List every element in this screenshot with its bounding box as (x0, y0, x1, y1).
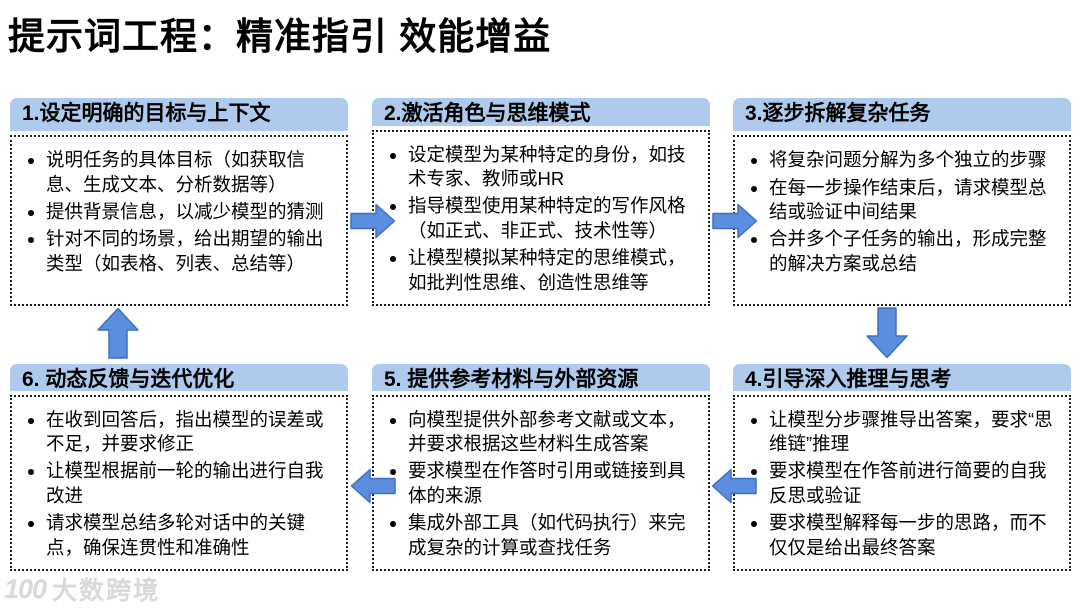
step-box-4: 4.引导深入推理与思考 让模型分步骤推导出答案，要求“思维链”推理 要求模型在作… (733, 364, 1071, 571)
logo-100-icon: 100 (4, 573, 47, 604)
bullet-item: 说明任务的具体目标（如获取信息、生成文本、分析数据等） (46, 148, 338, 197)
bullet-item: 要求模型解释每一步的思路，而不仅仅是给出最终答案 (769, 511, 1061, 560)
step-2-header: 2.激活角色与思维模式 (372, 98, 710, 126)
step-box-5: 5. 提供参考材料与外部资源 向模型提供外部参考文献或文本，并要求根据这些材料生… (372, 364, 710, 571)
bullet-item: 请求模型总结多轮对话中的关键点，确保连贯性和准确性 (46, 511, 338, 560)
step-2-bullets: 设定模型为某种特定的身份，如技术专家、教师或HR 指导模型使用某种特定的写作风格… (372, 129, 710, 306)
step-5-bullets: 向模型提供外部参考文献或文本，并要求根据这些材料生成答案 要求模型在作答时引用或… (372, 394, 710, 571)
logo-text: 大数跨境 (52, 577, 161, 605)
arrow-down-icon (866, 307, 908, 359)
bullet-item: 向模型提供外部参考文献或文本，并要求根据这些材料生成答案 (408, 408, 700, 457)
bullet-item: 在每一步操作结束后，请求模型总结或验证中间结果 (769, 176, 1061, 225)
step-3-bullets: 将复杂问题分解为多个独立的步骤 在每一步操作结束后，请求模型总结或验证中间结果 … (733, 135, 1071, 306)
step-box-3: 3.逐步拆解复杂任务 将复杂问题分解为多个独立的步骤 在每一步操作结束后，请求模… (733, 98, 1071, 306)
step-box-6: 6. 动态反馈与迭代优化 在收到回答后，指出模型的误差或不足，并要求修正 让模型… (10, 364, 348, 571)
arrow-left-icon (350, 468, 396, 504)
bullet-item: 指导模型使用某种特定的写作风格（如正式、非正式、技术性等） (408, 194, 700, 243)
bullet-item: 针对不同的场景，给出期望的输出类型（如表格、列表、总结等） (46, 227, 338, 276)
page-title: 提示词工程：精准指引 效能增益 (8, 16, 552, 57)
step-1-bullets: 说明任务的具体目标（如获取信息、生成文本、分析数据等） 提供背景信息，以减少模型… (10, 135, 348, 306)
bullet-item: 提供背景信息，以减少模型的猜测 (46, 200, 338, 224)
bullet-item: 将复杂问题分解为多个独立的步骤 (769, 148, 1061, 172)
step-1-header: 1.设定明确的目标与上下文 (10, 98, 348, 132)
step-box-1: 1.设定明确的目标与上下文 说明任务的具体目标（如获取信息、生成文本、分析数据等… (10, 98, 348, 306)
arrow-up-icon (97, 307, 139, 359)
arrow-left-icon (711, 468, 757, 504)
bullet-item: 合并多个子任务的输出，形成完整的解决方案或总结 (769, 227, 1061, 276)
bullet-item: 要求模型在作答时引用或链接到具体的来源 (408, 459, 700, 508)
step-4-bullets: 让模型分步骤推导出答案，要求“思维链”推理 要求模型在作答前进行简要的自我反思或… (733, 394, 1071, 571)
arrow-right-icon (712, 203, 758, 239)
step-3-header: 3.逐步拆解复杂任务 (733, 98, 1071, 132)
bullet-item: 让模型分步骤推导出答案，要求“思维链”推理 (769, 408, 1061, 457)
step-6-bullets: 在收到回答后，指出模型的误差或不足，并要求修正 让模型根据前一轮的输出进行自我改… (10, 394, 348, 571)
step-6-header: 6. 动态反馈与迭代优化 (10, 364, 348, 391)
bullet-item: 在收到回答后，指出模型的误差或不足，并要求修正 (46, 408, 338, 457)
bullet-item: 设定模型为某种特定的身份，如技术专家、教师或HR (408, 143, 700, 192)
step-box-2: 2.激活角色与思维模式 设定模型为某种特定的身份，如技术专家、教师或HR 指导模… (372, 98, 710, 306)
arrow-right-icon (350, 203, 396, 239)
step-5-header: 5. 提供参考材料与外部资源 (372, 364, 710, 391)
bullet-item: 要求模型在作答前进行简要的自我反思或验证 (769, 459, 1061, 508)
step-4-header: 4.引导深入推理与思考 (733, 364, 1071, 391)
bullet-item: 让模型根据前一轮的输出进行自我改进 (46, 459, 338, 508)
watermark-logo: 100 大数跨境 (4, 571, 160, 607)
bullet-item: 让模型模拟某种特定的思维模式，如批判性思维、创造性思维等 (408, 246, 700, 295)
bullet-item: 集成外部工具（如代码执行）来完成复杂的计算或查找任务 (408, 511, 700, 560)
